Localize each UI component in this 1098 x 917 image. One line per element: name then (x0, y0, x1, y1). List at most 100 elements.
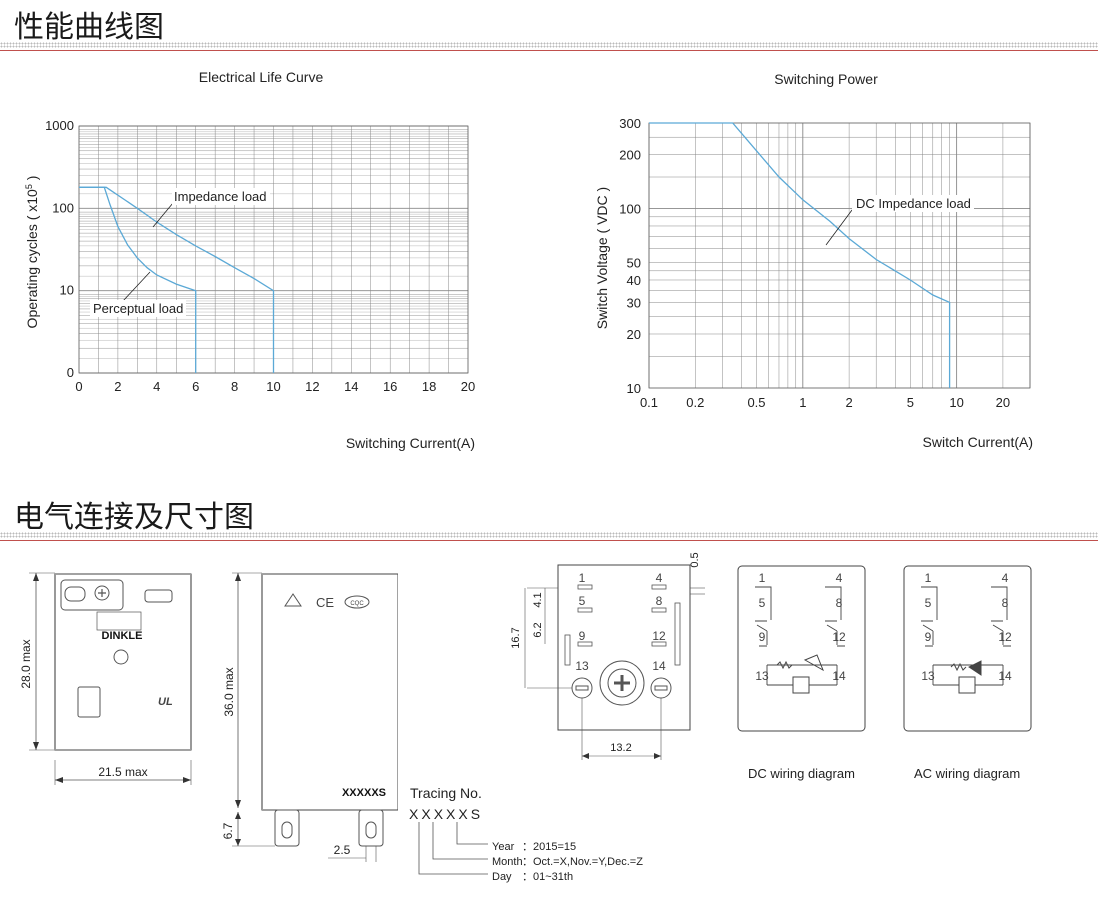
y-tick-label: 300 (619, 116, 641, 131)
pin-label: 14 (832, 669, 846, 683)
tracing-sep: ： (522, 856, 533, 868)
pin-label: 1 (579, 571, 586, 585)
tracing-leaders (418, 822, 488, 875)
tracing-letter: X (458, 806, 471, 822)
tracing-value: 2015=15 (533, 841, 577, 853)
series-label-impedance: Impedance load (174, 189, 267, 204)
relay-side-view: 28.0 max DINKLE UL 21.5 max (19, 572, 192, 785)
tracing-sep: ： (522, 871, 533, 883)
x-tick-label: 2 (114, 379, 121, 394)
y-tick-label: 100 (52, 200, 74, 215)
ce-mark: CE (316, 595, 334, 610)
section-line (0, 540, 1098, 541)
y-tick-label: 50 (627, 256, 641, 271)
annotation-bg (90, 300, 186, 317)
dc-wiring-diagram: 1 4 5 8 9 12 13 14 (737, 565, 866, 732)
y-axis-label-sup: 5 (24, 184, 34, 189)
pin-label: 5 (579, 594, 586, 608)
tracing-row-year: Year：2015=15 (492, 838, 576, 854)
annotation-bg (852, 195, 974, 212)
series-line-0 (649, 122, 951, 388)
pin-label: 8 (836, 596, 843, 610)
series-line-1 (79, 186, 197, 373)
dim-pin-pitch: 2.5 (334, 843, 351, 857)
y-axis-label: Operating cycles ( x105 ) (24, 176, 40, 329)
annotation-bg (172, 188, 270, 205)
tracing-letter: S (470, 806, 484, 822)
tracing-letter: X (409, 806, 422, 822)
x-tick-label: 0.5 (747, 395, 765, 410)
y-tick-label: 10 (60, 283, 74, 298)
section-rule (0, 532, 1098, 538)
x-tick-label: 0.1 (640, 395, 658, 410)
pin-label: 14 (998, 669, 1012, 683)
series-label-perceptual: Perceptual load (93, 301, 183, 316)
annotation-leader (825, 209, 853, 246)
pin-label: 5 (925, 596, 932, 610)
tracing-label: Tracing No. (410, 785, 482, 801)
pin-label: 12 (998, 630, 1012, 644)
x-tick-label: 20 (996, 395, 1010, 410)
tracing-letter: X (421, 806, 434, 822)
y-tick-label: 100 (619, 202, 641, 217)
brand-logo-text: DINKLE (102, 630, 143, 642)
pin-label: 4 (1002, 571, 1009, 585)
ac-caption: AC wiring diagram (914, 766, 1021, 781)
pin-label: 14 (652, 659, 666, 673)
pin-label: 4 (836, 571, 843, 585)
pin-label: 1 (925, 571, 932, 585)
dim-d: 13.2 (610, 742, 631, 754)
tracing-sep: ： (522, 841, 533, 853)
section-rule (0, 42, 1098, 48)
y-tick-label: 20 (627, 327, 641, 342)
dim-pin: 6.7 (221, 822, 235, 839)
x-tick-label: 18 (422, 379, 436, 394)
tracing-key: Day (492, 871, 512, 883)
y-tick-label: 40 (627, 273, 641, 288)
cqc-mark: CQC (350, 601, 364, 607)
x-tick-label: 10 (266, 379, 280, 394)
x-tick-label: 2 (845, 395, 852, 410)
x-tick-label: 10 (949, 395, 963, 410)
dim-a: 4.1 (532, 592, 544, 607)
pin-label: 13 (575, 659, 589, 673)
tracing-code-on-body: XXXXXS (342, 787, 386, 799)
x-tick-label: 1 (799, 395, 806, 410)
series-line-0 (79, 186, 275, 373)
pin-label: 9 (925, 630, 932, 644)
x-tick-label: 0.2 (686, 395, 704, 410)
tracing-letter: X (446, 806, 459, 822)
dim-height: 28.0 max (19, 639, 33, 688)
y-tick-label: 0 (67, 365, 74, 380)
dim-body: 36.0 max (222, 667, 236, 716)
y-tick-label: 1000 (45, 118, 74, 133)
x-tick-label: 0 (75, 379, 82, 394)
x-tick-label: 14 (344, 379, 358, 394)
x-tick-label: 5 (907, 395, 914, 410)
pin-label: 5 (759, 596, 766, 610)
pin-label: 9 (759, 630, 766, 644)
y-tick-label: 30 (627, 295, 641, 310)
x-axis-label: Switching Current(A) (346, 435, 475, 451)
x-tick-label: 8 (231, 379, 238, 394)
section-title-wiring: 电气连接及尺寸图 (14, 500, 254, 535)
tracing-row-month: Month：Oct.=X,Nov.=Y,Dec.=Z (492, 853, 643, 869)
pin-label: 12 (832, 630, 846, 644)
tracing-value: 01~31th (533, 871, 574, 883)
tracing-letter: X (433, 806, 447, 822)
pin-label: 1 (759, 571, 766, 585)
relay-front-view: 36.0 max CE CQC XXXXXS 6.7 2.5 (221, 572, 398, 862)
dim-c: 16.7 (510, 627, 522, 648)
pin-label: 12 (652, 629, 666, 643)
annotation-leader (122, 271, 151, 302)
dim-width: 21.5 max (98, 765, 147, 779)
plot-frame (648, 122, 1031, 389)
dc-caption: DC wiring diagram (748, 766, 855, 781)
ul-mark: UL (158, 696, 173, 708)
y-tick-label: 10 (627, 381, 641, 396)
x-tick-label: 12 (305, 379, 319, 394)
x-axis-label: Switch Current(A) (923, 434, 1033, 450)
pin-label: 8 (656, 594, 663, 608)
section-title-performance: 性能曲线图 (14, 10, 164, 45)
